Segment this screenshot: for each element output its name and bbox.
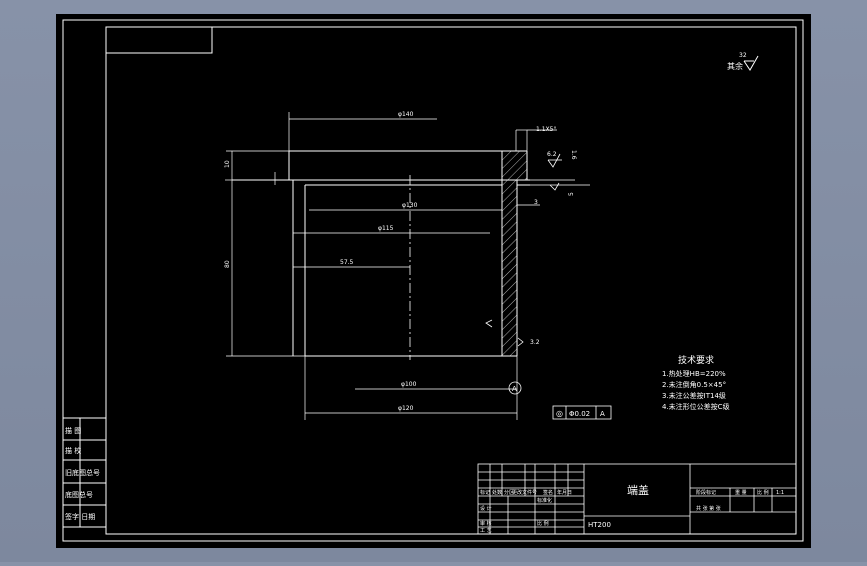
dim-h-small: 3 xyxy=(534,199,538,206)
svg-text:Φ0.02: Φ0.02 xyxy=(569,410,590,418)
title-block xyxy=(477,463,797,535)
roughness-marks xyxy=(485,153,562,347)
dim-d100: φ100 xyxy=(401,381,417,388)
tb-left-cell: 年月日 xyxy=(557,489,572,496)
inner-border xyxy=(105,26,797,535)
tb-role: 审 核 xyxy=(480,520,492,527)
tb-left-cell: 处数 xyxy=(492,489,502,496)
tech-req-line: 2.未注倒角0.5×45° xyxy=(662,380,726,389)
strip-label-3: 旧底图总号 xyxy=(65,468,100,477)
dim-h-top: 10 xyxy=(224,160,231,168)
datum-a: A xyxy=(508,381,522,395)
tb-left-cell: 分区 xyxy=(504,489,514,496)
hatch-flange xyxy=(502,151,527,180)
dim-chamfer: 1.1X5° xyxy=(536,126,556,133)
tb-sheet-info: 共 张 第 张 xyxy=(696,505,721,512)
svg-text:32: 32 xyxy=(739,52,747,59)
tb-scale-label: 比 例 xyxy=(537,520,549,527)
dim-r57: 57.5 xyxy=(340,259,354,266)
dim-h-total: 80 xyxy=(224,260,231,268)
tech-req-line: 4.未注形位公差按C级 xyxy=(662,402,730,411)
left-strip xyxy=(63,417,106,528)
dimension-lines xyxy=(225,112,590,420)
drawing-sheet xyxy=(56,14,811,548)
tb-right-header: 比 例 xyxy=(757,489,769,496)
hatch-wall xyxy=(502,180,517,356)
tb-role: 设 计 xyxy=(480,505,492,512)
tb-right-header: 重 量 xyxy=(735,489,747,496)
roughness-32b: 3.2 xyxy=(530,339,540,346)
roughness-62: 6.2 xyxy=(547,151,557,158)
tb-role: 标准化 xyxy=(537,497,552,504)
tech-req-line: 3.未注公差按IT14级 xyxy=(662,391,726,400)
tb-left-cell: 更改文件号 xyxy=(512,489,537,496)
tb-part-name: 端盖 xyxy=(627,483,649,497)
roughness-16: 1.6 xyxy=(570,150,577,160)
tb-right-value: 1:1 xyxy=(776,490,784,496)
tb-left-cell: 签名 xyxy=(543,489,553,496)
strip-label-5: 签字 日期 xyxy=(65,512,95,521)
tb-left-cell: 标记 xyxy=(480,489,490,496)
top-left-box xyxy=(105,26,213,54)
dim-d140: φ140 xyxy=(398,111,414,118)
tech-req-line: 1.热处理HB=220% xyxy=(662,369,726,378)
svg-text:A: A xyxy=(512,385,517,393)
strip-label-2: 描 校 xyxy=(65,446,81,455)
roughness-other: 其余 32 xyxy=(727,52,759,71)
dim-d120: φ120 xyxy=(398,405,414,412)
tech-req-title: 技术要求 xyxy=(678,354,714,366)
outer-border xyxy=(62,19,804,542)
tb-role: 工 艺 xyxy=(480,528,492,534)
svg-text:A: A xyxy=(600,410,605,418)
dim-d130: φ130 xyxy=(402,202,418,209)
dim-d115: φ115 xyxy=(378,225,394,232)
tolerance-frame: ◎ Φ0.02 A xyxy=(552,405,612,420)
svg-text:其余: 其余 xyxy=(727,61,743,71)
svg-text:◎: ◎ xyxy=(556,409,563,418)
strip-label-1: 描 图 xyxy=(65,426,81,435)
tb-material: HT200 xyxy=(588,521,611,529)
tech-requirements: 技术要求 1.热处理HB=220% 2.未注倒角0.5×45° 3.未注公差按I… xyxy=(662,354,730,411)
strip-label-4: 底图总号 xyxy=(65,490,93,499)
dim-w-flange: 5 xyxy=(568,192,575,196)
tb-right-header: 阶段标记 xyxy=(696,489,716,496)
